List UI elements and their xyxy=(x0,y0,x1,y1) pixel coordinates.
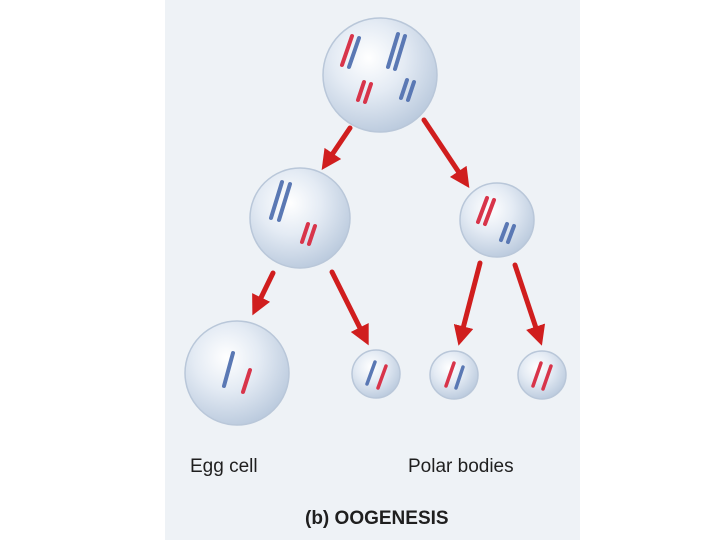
arrow-parent-to-oocyte xyxy=(321,125,353,170)
egg-cell-label: Egg cell xyxy=(190,456,258,477)
arrow-parent-to-polar xyxy=(421,117,470,188)
first-polar-body xyxy=(459,182,535,258)
figure-caption: (b) OOGENESIS xyxy=(305,508,449,529)
polar-body-4 xyxy=(517,350,567,400)
arrows xyxy=(252,117,546,346)
arrow-oocyte-to-polar xyxy=(329,269,369,346)
polar-body-3 xyxy=(429,350,479,400)
polar-body-2 xyxy=(351,349,401,399)
parent-cell xyxy=(322,17,438,133)
arrow-polar-to-polar-4 xyxy=(512,262,546,346)
arrow-oocyte-to-egg xyxy=(252,270,276,316)
egg-cell xyxy=(184,320,290,426)
arrow-polar-to-polar-3 xyxy=(453,260,483,346)
secondary-oocyte xyxy=(249,167,351,269)
polar-bodies-label: Polar bodies xyxy=(408,456,514,477)
